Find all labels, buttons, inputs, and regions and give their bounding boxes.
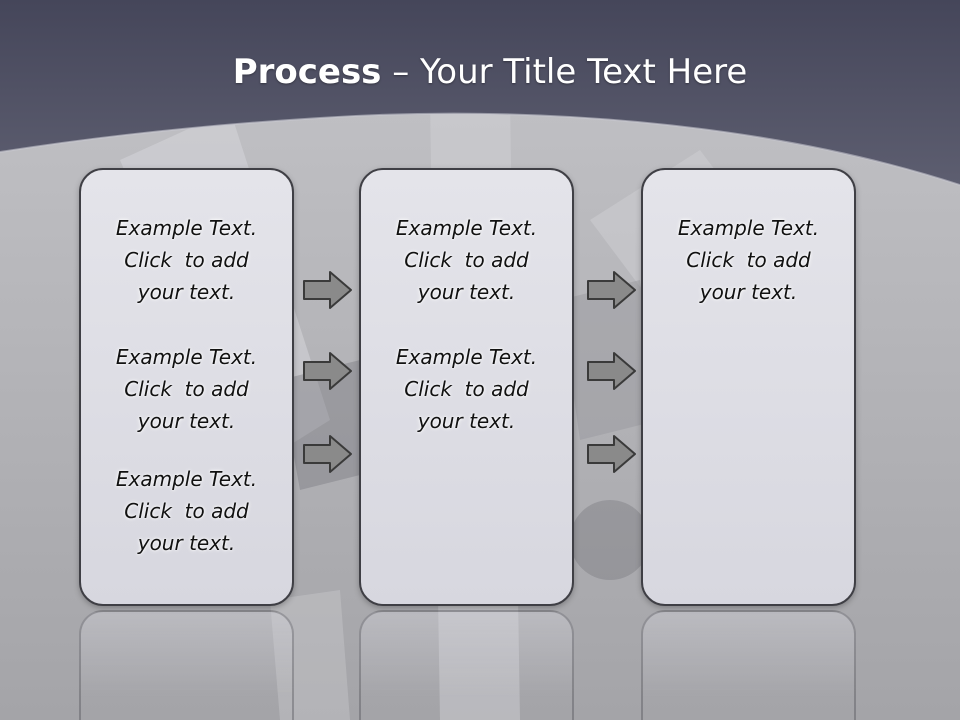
panel-1-text-1[interactable]: Example Text. Click to add your text. xyxy=(115,216,258,304)
right-arrow-icon[interactable] xyxy=(303,351,353,391)
process-panel-3[interactable]: Example Text. Click to add your text. xyxy=(641,168,856,606)
header-band xyxy=(0,0,960,186)
panel-1-text-3[interactable]: Example Text. Click to add your text. xyxy=(115,467,258,555)
panel-1-text-2[interactable]: Example Text. Click to add your text. xyxy=(115,345,258,433)
right-arrow-icon[interactable] xyxy=(303,270,353,310)
title-rest: – Your Title Text Here xyxy=(381,52,748,92)
panel-3-text-1[interactable]: Example Text. Click to add your text. xyxy=(677,216,820,304)
right-arrow-icon[interactable] xyxy=(303,434,353,474)
panel-2-text-1[interactable]: Example Text. Click to add your text. xyxy=(395,216,538,304)
right-arrow-icon[interactable] xyxy=(587,270,637,310)
process-panel-2[interactable]: Example Text. Click to add your text. Ex… xyxy=(359,168,574,606)
panel-2-text-2[interactable]: Example Text. Click to add your text. xyxy=(395,345,538,433)
right-arrow-icon[interactable] xyxy=(587,351,637,391)
right-arrow-icon[interactable] xyxy=(587,434,637,474)
process-panel-1[interactable]: Example Text. Click to add your text. Ex… xyxy=(79,168,294,606)
panel-3-reflection xyxy=(641,610,856,720)
panel-2-reflection xyxy=(359,610,574,720)
slide-title[interactable]: Process – Your Title Text Here xyxy=(0,52,960,92)
panel-1-reflection xyxy=(79,610,294,720)
title-bold: Process xyxy=(232,52,382,92)
